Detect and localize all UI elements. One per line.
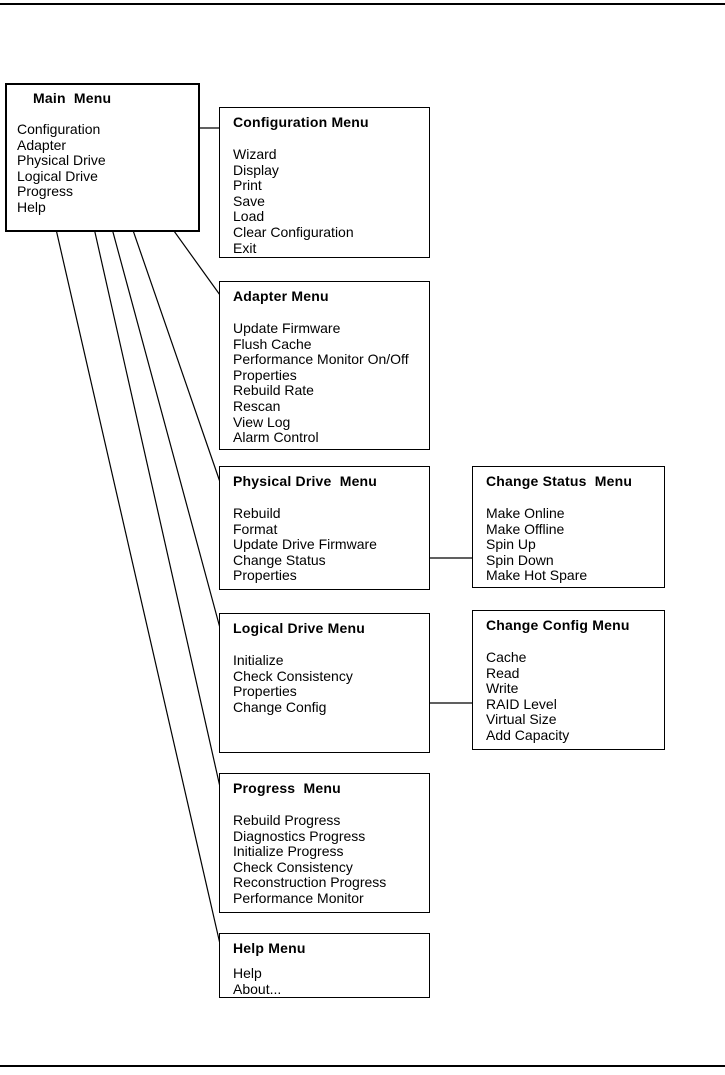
menu-item[interactable]: Save [233, 192, 265, 209]
menu-item[interactable]: Physical Drive [17, 152, 106, 169]
menu-item[interactable]: Update Drive Firmware [233, 536, 377, 553]
menu-item[interactable]: Performance Monitor [233, 889, 364, 906]
menu-item[interactable]: Make Offline [486, 520, 565, 537]
menu-item[interactable]: Exit [233, 239, 257, 256]
menu-item[interactable]: Spin Up [486, 536, 536, 553]
connector-progress [84, 187, 221, 788]
menu-item[interactable]: Update Firmware [233, 320, 341, 336]
menu-item[interactable]: Display [233, 161, 279, 178]
menu-item[interactable]: Make Hot Spare [486, 567, 588, 584]
menu-item[interactable]: View Log [233, 413, 291, 430]
menu-item[interactable]: Virtual Size [486, 711, 557, 728]
menu-item[interactable]: Rebuild Rate [233, 382, 314, 399]
menu-item[interactable]: Change Status [233, 551, 326, 568]
physical-drive-menu-title: Physical Drive Menu [233, 473, 378, 489]
configuration-menu-title: Configuration Menu [233, 114, 369, 130]
menu-item[interactable]: Wizard [233, 146, 277, 162]
logical-drive-menu-title: Logical Drive Menu [233, 620, 365, 636]
menu-item[interactable]: Add Capacity [486, 726, 570, 743]
menu-item[interactable]: Alarm Control [233, 429, 319, 446]
menu-item[interactable]: Initialize [233, 652, 284, 668]
menu-item[interactable]: Properties [233, 683, 297, 700]
menu-item[interactable]: Print [233, 177, 262, 194]
top-rule [0, 3, 725, 5]
bottom-rule [0, 1065, 725, 1067]
menu-item[interactable]: RAID Level [486, 695, 557, 712]
menu-item[interactable]: Format [233, 520, 278, 537]
menu-item[interactable]: Rescan [233, 397, 281, 414]
menu-item[interactable]: Help [233, 965, 262, 981]
menu-item[interactable]: About... [233, 980, 282, 997]
menu-item[interactable]: Reconstruction Progress [233, 874, 387, 891]
menu-item[interactable]: Properties [233, 366, 297, 383]
menu-item[interactable]: Initialize Progress [233, 843, 344, 860]
menu-item[interactable]: Logical Drive [17, 167, 98, 184]
menu-item[interactable]: Help [17, 198, 46, 215]
menu-item[interactable]: Configuration [17, 121, 101, 137]
menu-item[interactable]: Load [233, 208, 265, 225]
menu-item[interactable]: Rebuild Progress [233, 812, 341, 828]
menu-item[interactable]: Properties [233, 567, 297, 584]
main-menu-title: Main Menu [33, 90, 112, 106]
menu-item[interactable]: Check Consistency [233, 667, 353, 684]
menu-item[interactable]: Clear Configuration [233, 223, 354, 240]
change-config-menu-title: Change Config Menu [486, 617, 630, 633]
menu-item[interactable]: Read [486, 664, 520, 681]
menu-item[interactable]: Rebuild [233, 505, 281, 521]
progress-menu-title: Progress Menu [233, 780, 341, 796]
menu-item[interactable]: Cache [486, 649, 527, 665]
help-menu-title: Help Menu [233, 940, 306, 956]
adapter-menu-title: Adapter Menu [233, 288, 329, 304]
menu-item[interactable]: Spin Down [486, 551, 554, 568]
menu-item[interactable]: Progress [17, 183, 74, 200]
menu-item[interactable]: Write [486, 680, 519, 697]
menu-item[interactable]: Performance Monitor On/Off [233, 351, 409, 368]
menu-item[interactable]: Adapter [17, 136, 67, 153]
menu-item[interactable]: Diagnostics Progress [233, 827, 366, 844]
menu-item[interactable]: Check Consistency [233, 858, 353, 875]
menu-item[interactable]: Change Config [233, 698, 327, 715]
connector-logical-drive [96, 172, 221, 629]
menu-item[interactable]: Flush Cache [233, 335, 312, 352]
menu-item[interactable]: Make Online [486, 505, 565, 521]
connector-help [49, 202, 221, 945]
change-status-menu-title: Change Status Menu [486, 473, 633, 489]
